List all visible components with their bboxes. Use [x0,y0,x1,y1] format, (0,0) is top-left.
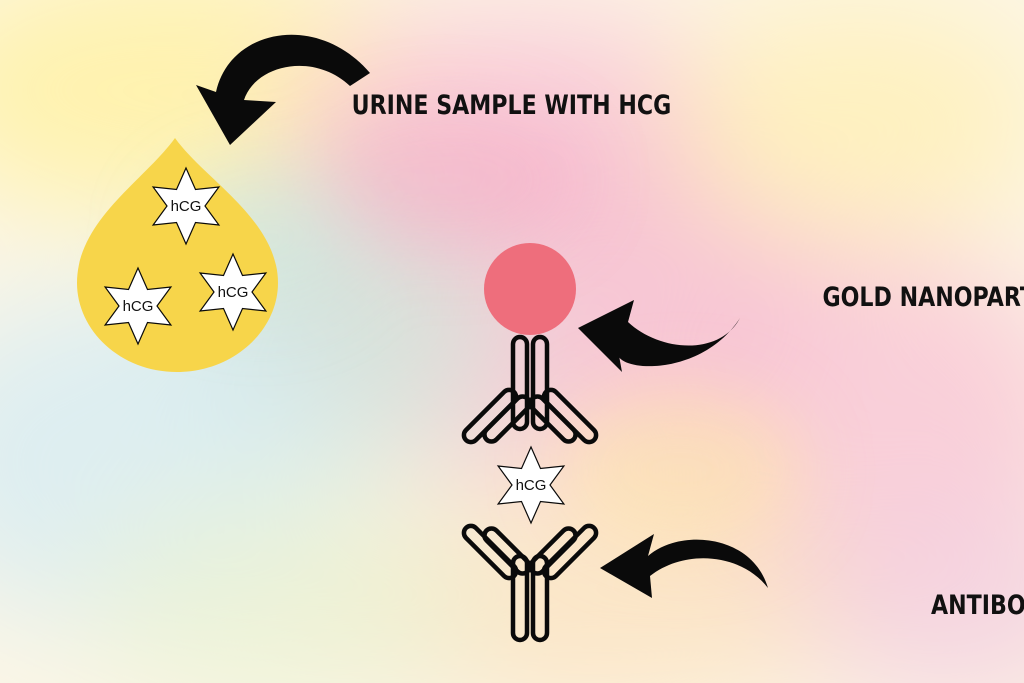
antibody-stem-right [530,334,550,432]
hcg-star-shape [496,445,566,525]
hcg-star-label: hCG [123,298,154,315]
antibody-arm-left-inner [482,394,532,444]
antibody-arm-right-inner [528,394,578,444]
label-gold-nanoparticle: GOLD NANOPARTICLE [822,281,1024,313]
arrow-to-gold-nanoparticle [578,300,740,372]
antibody-stem-right [530,553,550,643]
arrow-to-antibody [600,534,768,598]
hcg-star-shape [151,166,221,246]
antibody-stem-left [510,334,530,432]
hcg-star-label: hCG [171,198,202,215]
label-urine-sample: URINE SAMPLE WITH HCG [352,89,672,121]
gold-nanoparticle-circle [484,243,576,335]
hcg-star-2: hCG [103,266,173,346]
hcg-star-shape [103,266,173,346]
hcg-star-label: hCG [516,477,547,494]
antibody-upper [461,334,599,445]
antibody-stem-left [510,553,530,643]
arrow-to-droplet [196,34,370,146]
label-antibody: ANTIBODY [931,589,1024,621]
hcg-star-shape [198,252,268,332]
hcg-star-4: hCG [496,445,566,525]
antibody-lower [461,523,599,643]
hcg-star-3: hCG [198,252,268,332]
hcg-star-label: hCG [218,284,249,301]
hcg-star-1: hCG [151,166,221,246]
